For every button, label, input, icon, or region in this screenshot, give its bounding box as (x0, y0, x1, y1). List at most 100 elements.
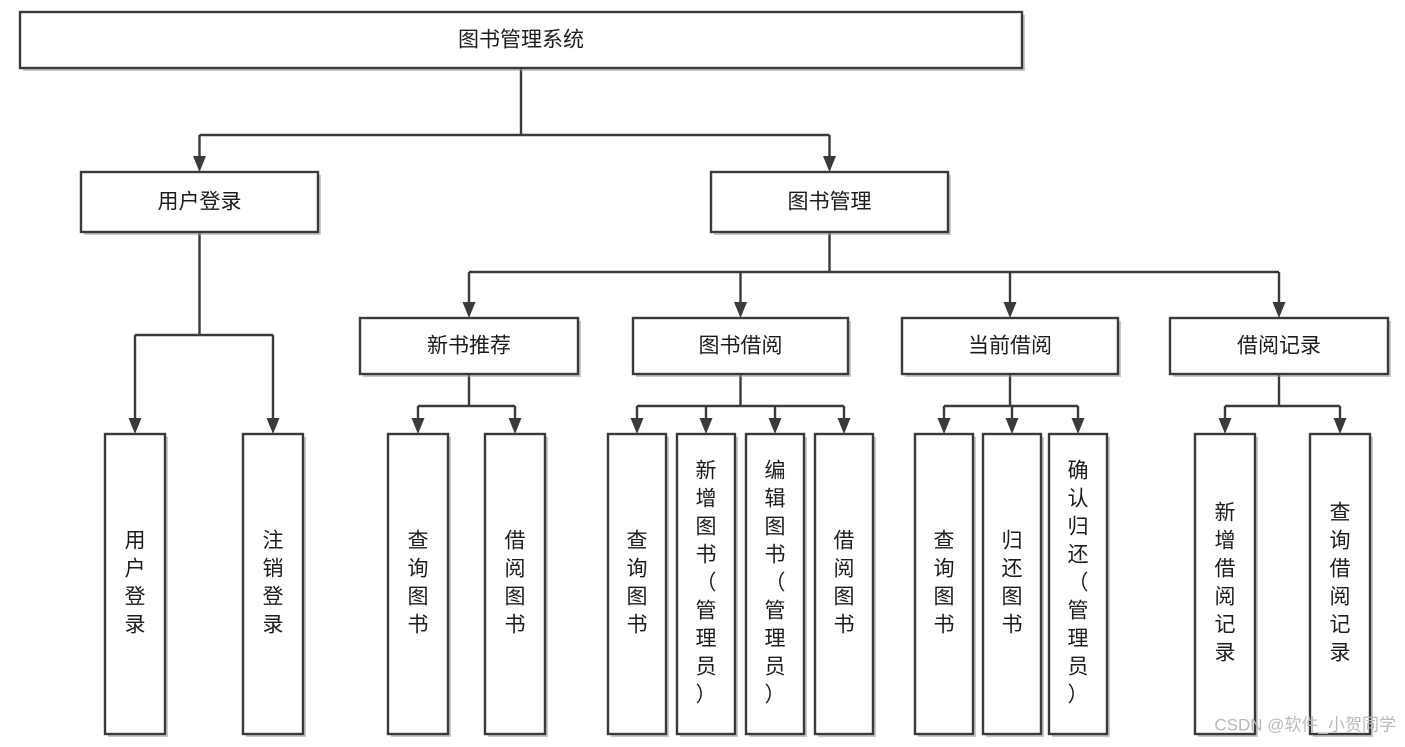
arrowhead-new-book-recommend (462, 302, 476, 318)
node-label-leaf-query-book-3-char-3: 书 (934, 614, 955, 637)
arrowhead-leaf-query-borrow-record (1333, 418, 1347, 434)
node-label-leaf-add-borrow-record-char-4: 记 (1215, 614, 1236, 637)
node-borrow-record[interactable]: 借阅记录 (1168, 316, 1391, 377)
node-label-leaf-query-book-3-char-2: 图 (934, 586, 955, 609)
arrowhead-leaf-query-book-2 (630, 418, 644, 434)
node-rect-root (18, 10, 1024, 70)
node-label-leaf-confirm-return-admin-char-6: 理 (1068, 628, 1089, 651)
node-label-leaf-add-book-admin-char-2: 图 (696, 516, 717, 539)
arrowhead-leaf-query-book-3 (937, 418, 951, 434)
node-label-leaf-edit-book-admin-char-4: （ (765, 572, 786, 595)
node-label-root: 图书管理系统 (458, 29, 584, 52)
node-label-leaf-query-book-2-char-2: 图 (627, 586, 648, 609)
node-label-borrow-record: 借阅记录 (1237, 335, 1321, 358)
node-leaf-user-login[interactable]: 用户登录 (103, 432, 168, 737)
node-rect-leaf-borrow-book-1 (483, 432, 547, 736)
node-label-leaf-edit-book-admin-char-6: 理 (765, 628, 786, 651)
node-label-leaf-query-book-1-char-1: 询 (408, 558, 429, 581)
node-label-leaf-query-borrow-record-char-1: 询 (1330, 530, 1351, 553)
node-label-book-borrow: 图书借阅 (699, 335, 783, 358)
node-label-leaf-user-logout-char-3: 录 (263, 614, 284, 637)
node-label-new-book-recommend: 新书推荐 (427, 335, 511, 358)
node-rect-borrow-record (1168, 316, 1390, 376)
node-label-leaf-confirm-return-admin-char-1: 认 (1068, 488, 1089, 511)
arrowhead-borrow-record (1272, 302, 1286, 318)
node-label-leaf-add-book-admin-char-7: 员 (696, 656, 717, 679)
node-label-leaf-query-book-3-char-0: 查 (934, 530, 955, 553)
node-rect-leaf-query-book-3 (913, 432, 975, 736)
node-label-leaf-add-book-admin-char-3: 书 (696, 544, 717, 567)
node-label-leaf-add-book-admin-char-4: （ (696, 572, 717, 595)
node-label-user-login: 用户登录 (158, 191, 242, 214)
arrowhead-book-borrow (734, 302, 747, 318)
node-label-leaf-user-login-char-2: 登 (125, 586, 146, 609)
node-label-leaf-confirm-return-admin-char-3: 还 (1068, 544, 1089, 567)
node-new-book-recommend[interactable]: 新书推荐 (358, 316, 581, 377)
node-label-leaf-query-borrow-record-char-3: 阅 (1330, 586, 1351, 609)
arrowhead-leaf-edit-book-admin (768, 418, 782, 434)
node-layer: 图书管理系统用户登录图书管理新书推荐图书借阅当前借阅借阅记录用户登录注销登录查询… (18, 10, 1391, 737)
node-label-leaf-confirm-return-admin-char-8: ） (1068, 684, 1089, 707)
node-label-leaf-query-book-1-char-2: 图 (408, 586, 429, 609)
arrowhead-leaf-confirm-return-admin (1071, 418, 1085, 434)
node-rect-book-borrow (631, 316, 850, 376)
node-label-leaf-user-logout-char-2: 登 (263, 586, 284, 609)
node-rect-user-login (79, 170, 320, 234)
node-label-leaf-return-book-char-2: 图 (1002, 586, 1023, 609)
node-label-leaf-edit-book-admin-char-0: 编 (765, 460, 786, 483)
arrowhead-current-borrow (1003, 302, 1017, 318)
node-label-leaf-return-book-char-1: 还 (1002, 558, 1023, 581)
watermark-label: CSDN @软件_小贺同学 (1214, 715, 1396, 734)
node-current-borrow[interactable]: 当前借阅 (900, 316, 1121, 377)
node-label-leaf-add-book-admin-char-8: ） (696, 684, 717, 707)
node-rect-leaf-user-login (103, 432, 167, 736)
node-label-leaf-edit-book-admin-char-7: 员 (765, 656, 786, 679)
node-user-login[interactable]: 用户登录 (79, 170, 321, 235)
node-label-leaf-query-book-2-char-3: 书 (627, 614, 648, 637)
node-label-leaf-borrow-book-2-char-3: 书 (834, 614, 855, 637)
node-rect-current-borrow (900, 316, 1120, 376)
node-label-leaf-borrow-book-2-char-0: 借 (834, 530, 855, 553)
node-rect-leaf-query-borrow-record (1308, 432, 1372, 736)
node-label-leaf-query-borrow-record-char-4: 记 (1330, 614, 1351, 637)
node-book-borrow[interactable]: 图书借阅 (631, 316, 851, 377)
node-label-leaf-add-book-admin-char-6: 理 (696, 628, 717, 651)
node-label-leaf-user-logout-char-1: 销 (263, 558, 284, 581)
node-label-leaf-return-book-char-3: 书 (1002, 614, 1023, 637)
node-label-current-borrow: 当前借阅 (968, 335, 1052, 358)
arrowhead-leaf-borrow-book-1 (508, 418, 522, 434)
node-label-leaf-confirm-return-admin-char-4: （ (1068, 572, 1089, 595)
node-label-book-manage: 图书管理 (788, 191, 872, 214)
node-label-leaf-user-login-char-3: 录 (125, 614, 146, 637)
node-label-leaf-add-book-admin-char-0: 新 (696, 460, 717, 483)
node-rect-leaf-borrow-book-2 (813, 432, 875, 736)
node-label-leaf-query-borrow-record-char-2: 借 (1330, 558, 1351, 581)
node-label-leaf-query-book-1-char-3: 书 (408, 614, 429, 637)
node-book-manage[interactable]: 图书管理 (709, 170, 951, 235)
node-label-leaf-query-book-1-char-0: 查 (408, 530, 429, 553)
node-label-leaf-query-book-2-char-1: 询 (627, 558, 648, 581)
arrowhead-user-login (193, 156, 206, 172)
arrowhead-leaf-borrow-book-2 (837, 418, 851, 434)
node-label-leaf-user-login-char-0: 用 (125, 530, 146, 553)
node-label-leaf-add-book-admin-char-1: 增 (696, 488, 717, 511)
node-label-leaf-add-borrow-record-char-1: 增 (1215, 530, 1236, 553)
node-label-leaf-confirm-return-admin-char-5: 管 (1068, 600, 1089, 623)
arrowhead-leaf-add-borrow-record (1218, 418, 1232, 434)
node-label-leaf-borrow-book-1-char-3: 书 (505, 614, 526, 637)
node-label-leaf-confirm-return-admin-char-7: 员 (1068, 656, 1089, 679)
node-root[interactable]: 图书管理系统 (18, 10, 1025, 71)
